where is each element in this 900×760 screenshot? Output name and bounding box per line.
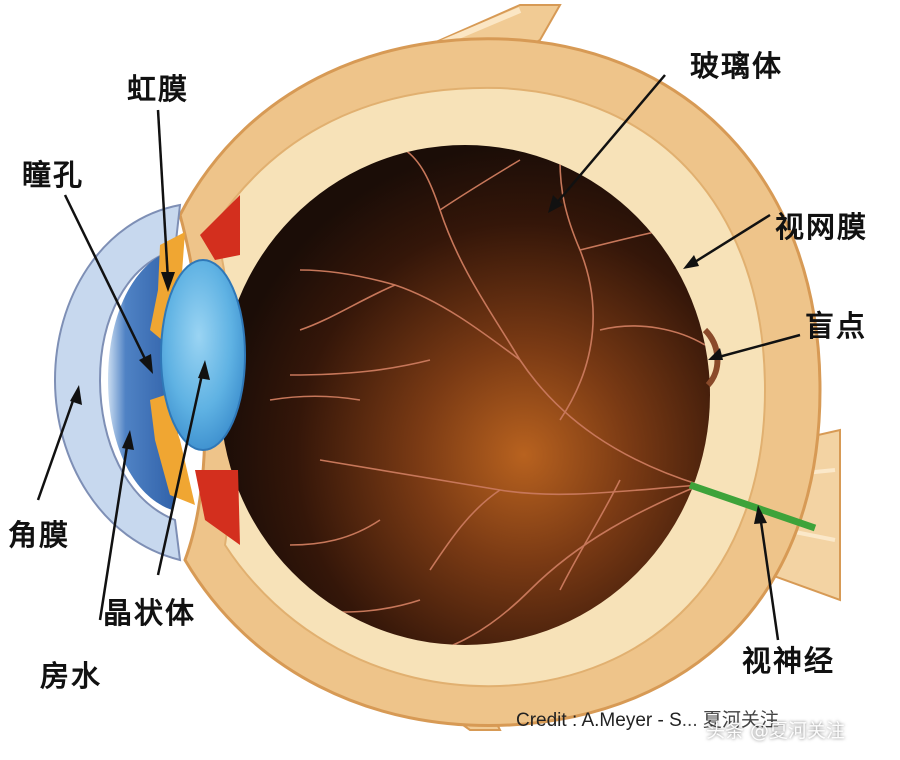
leader-lens — [156, 369, 205, 576]
label-aqueous-humor: 房水 — [40, 659, 103, 693]
leader-blind-spot — [714, 333, 801, 360]
leader-optic-nerve — [758, 514, 780, 641]
label-lens: 晶状体 — [103, 596, 197, 630]
vitreous-body — [220, 145, 710, 645]
watermark: 头条 @夏河关注 — [706, 720, 846, 742]
leader-cornea — [36, 394, 77, 501]
label-optic-nerve: 视神经 — [742, 644, 836, 678]
label-cornea: 角膜 — [8, 518, 71, 552]
lens — [160, 259, 246, 451]
leader-aqueous — [98, 439, 130, 621]
credit-text: Credit : A.Meyer - S — [516, 710, 682, 731]
leader-arrowheads — [70, 195, 767, 524]
leader-pupil — [63, 194, 150, 366]
label-iris: 虹膜 — [127, 72, 190, 106]
image-credit: Credit : A.Meyer - S... 夏河关注 — [516, 705, 779, 732]
label-blind-spot: 盲点 — [805, 309, 868, 343]
label-vitreous: 玻璃体 — [690, 49, 784, 83]
credit-tail: ... 夏河关注 — [681, 710, 779, 731]
label-retina: 视网膜 — [775, 210, 869, 244]
optic-nerve — [688, 481, 817, 532]
leader-lines — [36, 74, 801, 641]
leader-vitreous — [554, 74, 666, 206]
leader-retina — [689, 213, 771, 267]
leader-iris — [156, 109, 170, 281]
ciliary-body — [195, 195, 240, 545]
label-pupil: 瞳孔 — [22, 158, 85, 192]
